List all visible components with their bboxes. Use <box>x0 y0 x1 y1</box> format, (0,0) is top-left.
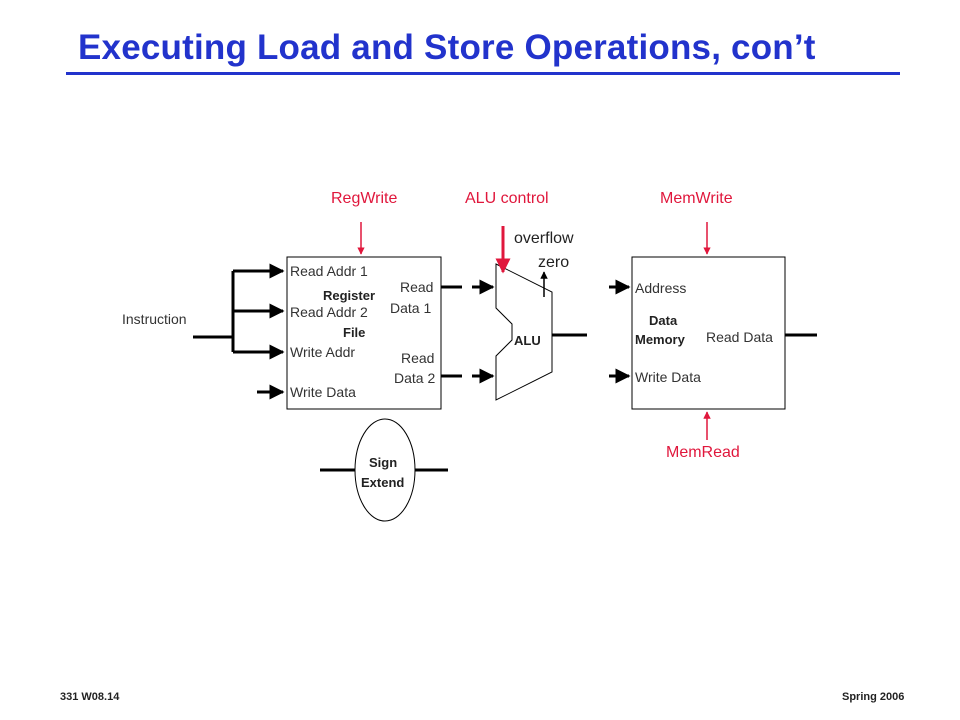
footer-term: Spring 2006 <box>842 691 905 703</box>
alu-shape <box>495 263 553 401</box>
mem-read-data-label: Read Data <box>706 329 773 345</box>
memread-label: MemRead <box>666 444 740 461</box>
alu-control-label: ALU control <box>465 190 549 207</box>
instruction-label: Instruction <box>122 311 187 327</box>
mem-address-label: Address <box>635 280 687 296</box>
register-file-block <box>286 256 442 410</box>
alu-label: ALU <box>514 333 541 348</box>
read-data2-label-line2: Data 2 <box>394 370 436 386</box>
read-addr1-label: Read Addr 1 <box>290 263 368 279</box>
read-data1-label-line2: Data 1 <box>390 300 432 316</box>
instruction-wires <box>193 263 285 360</box>
zero-label: zero <box>538 254 570 271</box>
data-memory-block <box>631 256 786 410</box>
data-memory-title-line2: Memory <box>635 332 685 347</box>
footer-slide-number: 331 W08.14 <box>60 691 120 703</box>
memwrite-label: MemWrite <box>660 190 733 207</box>
title-underline <box>66 72 900 75</box>
read-data2-label-line1: Read <box>401 350 435 366</box>
slide-title: Executing Load and Store Operations, con… <box>78 28 816 67</box>
regwrite-label: RegWrite <box>331 190 398 207</box>
data-memory-title-line1: Data <box>649 313 678 328</box>
mem-write-data-label: Write Data <box>635 369 701 385</box>
overflow-label: overflow <box>514 230 574 247</box>
rf-write-data-label: Write Data <box>290 384 356 400</box>
register-file-title-line2: File <box>343 325 366 340</box>
sign-extend-label-line2: Extend <box>361 475 405 490</box>
read-data1-label-line1: Read <box>400 279 434 295</box>
register-file-title-line1: Register <box>323 288 376 303</box>
write-addr-label: Write Addr <box>290 344 356 360</box>
read-addr2-label: Read Addr 2 <box>290 304 368 320</box>
sign-extend-label-line1: Sign <box>369 455 398 470</box>
